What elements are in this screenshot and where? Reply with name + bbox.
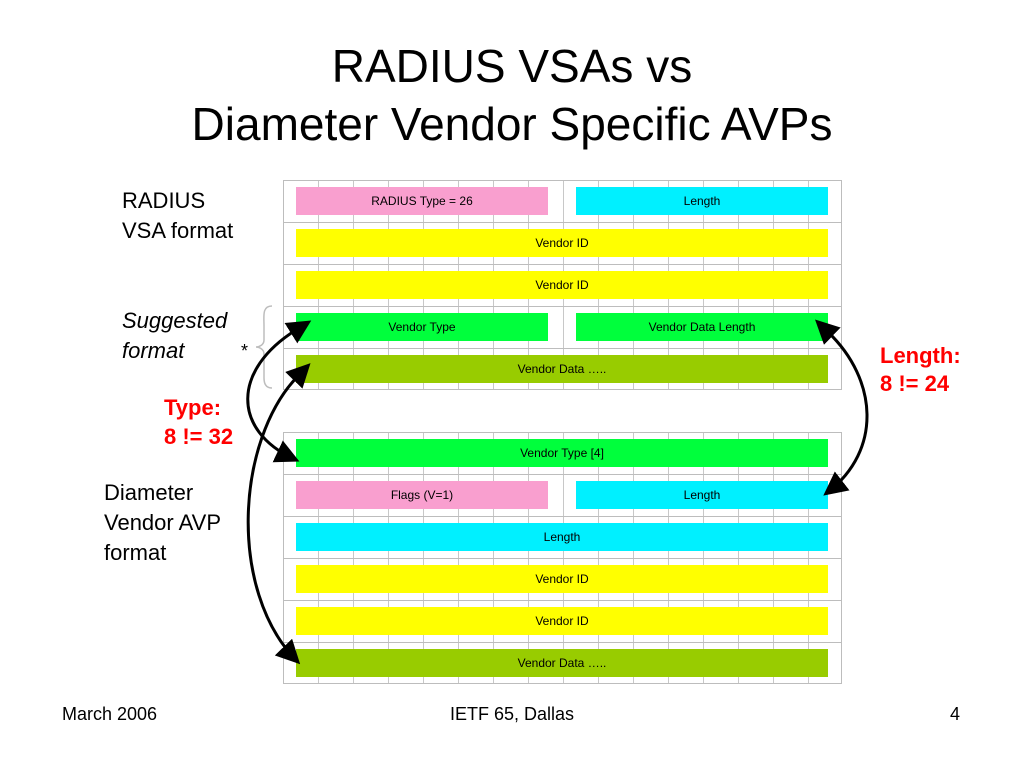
radius-vendor-data-field: Vendor Data ….. [296, 355, 828, 383]
diameter-length-short-field: Length [576, 481, 828, 509]
suggested-format-label-line1: Suggested [122, 308, 228, 333]
radius-type-field: RADIUS Type = 26 [296, 187, 548, 215]
diameter-row-divider [283, 558, 842, 559]
diameter-format-label-line1: Diameter [104, 480, 194, 505]
diameter-format-label-line3: format [104, 540, 167, 565]
radius-row-divider [283, 348, 842, 349]
length-annotation-line2: 8 != 24 [880, 371, 950, 396]
slide-title-line2: Diameter Vendor Specific AVPs [191, 98, 833, 150]
footer-page-number: 4 [950, 704, 961, 724]
diameter-flags-field: Flags (V=1) [296, 481, 548, 509]
type-annotation-line2: 8 != 32 [164, 424, 234, 449]
radius-vendor-id-field: Vendor ID [296, 229, 828, 257]
slide-title-line1: RADIUS VSAs vs [331, 40, 693, 92]
footer-date: March 2006 [62, 704, 158, 724]
diameter-row-divider [283, 516, 842, 517]
asterisk-note: * [241, 341, 249, 361]
radius-row-divider [283, 306, 842, 307]
diameter-row-divider [283, 642, 842, 643]
diameter-vendor-id-field: Vendor ID [296, 565, 828, 593]
diameter-vendor-id-field: Vendor ID [296, 607, 828, 635]
radius-vendor-type-field: Vendor Type [296, 313, 548, 341]
radius-format-label-line2: VSA format [122, 218, 234, 243]
radius-row-divider [283, 222, 842, 223]
radius-format-label-line1: RADIUS [122, 188, 206, 213]
diameter-vendor-type-field: Vendor Type [4] [296, 439, 828, 467]
suggested-format-bracket [255, 305, 273, 389]
suggested-format-label-line2: format [122, 338, 185, 363]
diameter-length-field: Length [296, 523, 828, 551]
footer-event: IETF 65, Dallas [449, 704, 575, 724]
diameter-row-divider [283, 600, 842, 601]
type-annotation-line1: Type: [164, 395, 222, 420]
length-annotation-line1: Length: [880, 343, 961, 368]
radius-vendor-id-field: Vendor ID [296, 271, 828, 299]
radius-vendor-data-length-field: Vendor Data Length [576, 313, 828, 341]
diameter-vendor-data-field: Vendor Data ….. [296, 649, 828, 677]
diameter-format-label-line2: Vendor AVP [104, 510, 222, 535]
radius-row-divider [283, 264, 842, 265]
diameter-row-divider [283, 474, 842, 475]
radius-length-field: Length [576, 187, 828, 215]
